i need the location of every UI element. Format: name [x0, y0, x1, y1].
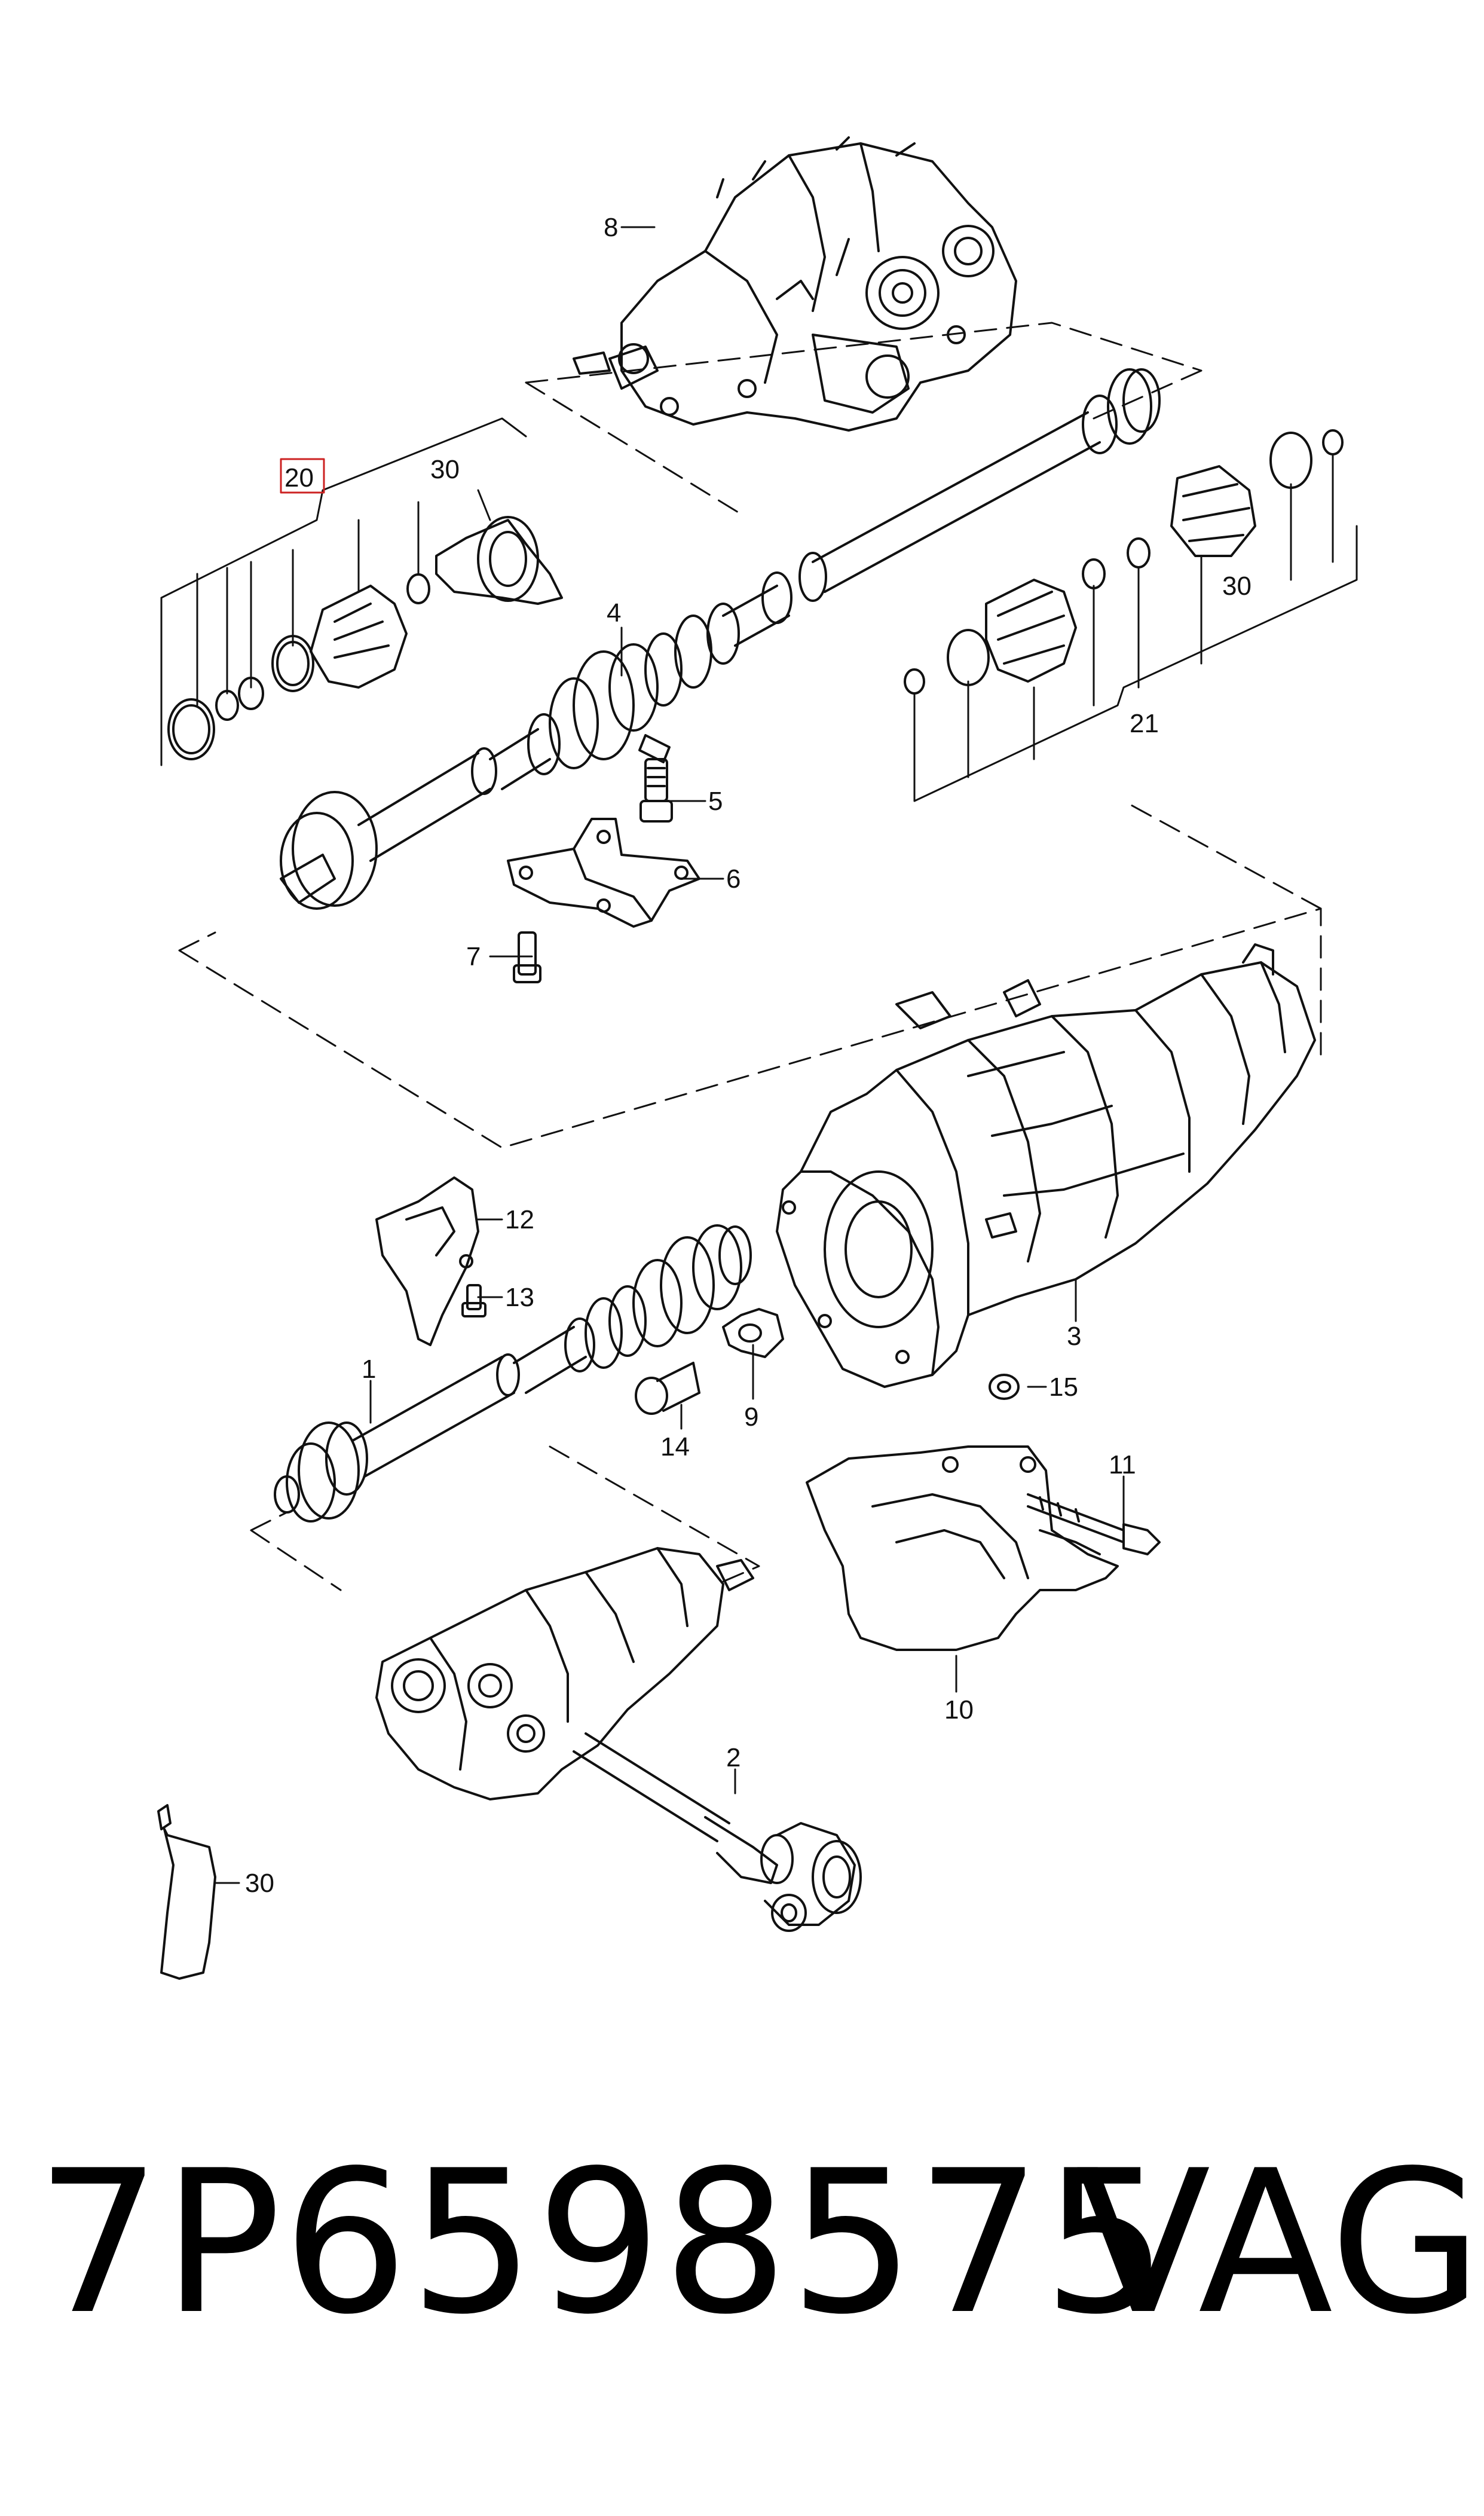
cv-joint-kit-part-21	[904, 429, 1344, 695]
leader-lines	[214, 226, 1125, 1884]
group-box-main	[178, 907, 1322, 1149]
callout-1: 1	[362, 1355, 376, 1384]
front-propshaft-part-1	[274, 1224, 752, 1523]
callout-30-bottom: 30	[245, 1869, 274, 1898]
front-differential-part-2	[375, 1547, 862, 1932]
exploded-parts-diagram: 20 30 8 4 5 6 7 30 21 12 13 1 3 9 14 15 …	[157, 136, 1358, 1980]
callout-8: 8	[604, 213, 618, 242]
group-box-right	[1122, 800, 1322, 910]
brand-name: VAG	[1076, 2128, 1483, 2358]
callout-21: 21	[1130, 709, 1159, 738]
transmission-part-3	[776, 943, 1316, 1388]
group-box-upper	[525, 322, 1203, 515]
kit-bracket-20	[160, 417, 527, 766]
bracket-part-6	[507, 818, 700, 928]
callout-9: 9	[744, 1402, 758, 1432]
propshaft-part-4	[280, 368, 1161, 910]
highlight-box-20	[280, 458, 325, 494]
heat-shield-part-10	[806, 1445, 1119, 1651]
group-box-front	[250, 1445, 760, 1591]
callout-4: 4	[607, 598, 621, 628]
callout-10: 10	[944, 1695, 974, 1725]
kit-bracket-21	[913, 453, 1358, 802]
heat-shield-part-12	[375, 1176, 479, 1346]
bolt-part-13	[461, 1284, 486, 1317]
center-bearing-part-30	[435, 516, 563, 605]
part-number: 7P6598575	[36, 2128, 1170, 2358]
callout-11: 11	[1109, 1450, 1136, 1479]
callout-20: 20	[284, 463, 314, 493]
bolt-part-14	[635, 1362, 700, 1415]
callout-30-right: 30	[1222, 571, 1252, 601]
callout-13: 13	[505, 1283, 534, 1312]
grease-tube-part-30	[157, 1804, 216, 1980]
callout-14: 14	[660, 1432, 690, 1462]
bolt-part-5	[640, 758, 673, 823]
callout-6: 6	[726, 864, 741, 894]
clamp-part-9	[722, 1308, 784, 1358]
callout-3: 3	[1067, 1322, 1081, 1351]
bolt-part-7	[513, 931, 541, 983]
callout-2: 2	[726, 1743, 741, 1772]
callout-15: 15	[1049, 1372, 1078, 1402]
callout-30-top: 30	[430, 455, 460, 484]
callout-5: 5	[708, 787, 723, 816]
bolt-part-11	[1027, 1493, 1161, 1555]
washer-part-15	[989, 1374, 1020, 1400]
rear-differential-part-8	[573, 136, 1017, 432]
cv-joint-kit-part-20	[167, 573, 430, 760]
callout-7: 7	[466, 942, 481, 971]
callout-12: 12	[505, 1205, 534, 1234]
